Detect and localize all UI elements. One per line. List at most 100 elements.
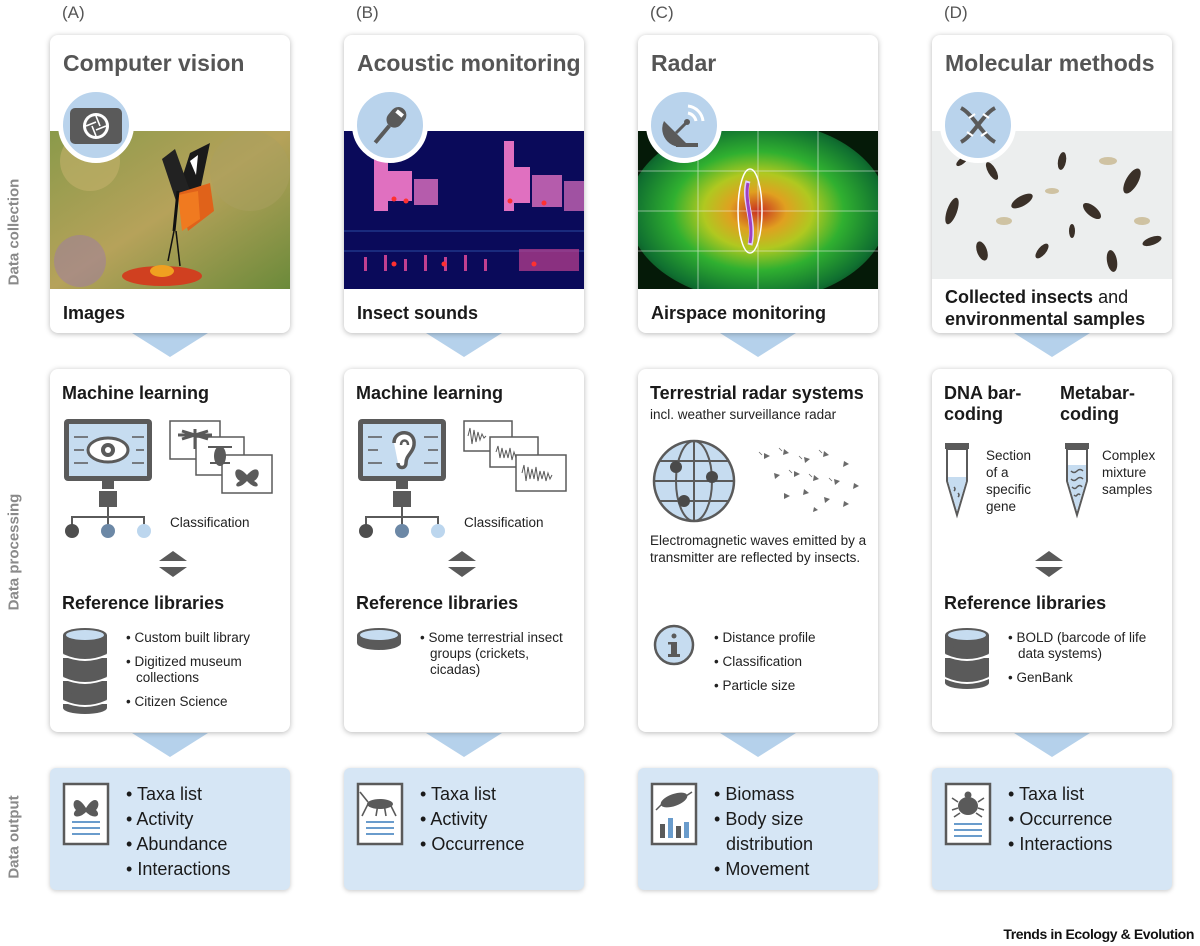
- reference-item: • BOLD (barcode of life data systems): [1008, 630, 1147, 661]
- processing-card-molecular: DNA bar-coding Metabar-coding Section of…: [932, 369, 1172, 732]
- card-title: Radar: [651, 50, 717, 76]
- info-list: • Distance profile • Classification • Pa…: [714, 630, 864, 702]
- output-item: • Biomass: [714, 784, 795, 804]
- output-item: • Taxa list: [420, 784, 497, 804]
- collection-card-molecular: Molecular methods: [932, 35, 1172, 333]
- row-label-output: Data output: [5, 795, 23, 879]
- info-item: • Classification: [714, 654, 803, 669]
- collect-label: Airspace monitoring: [651, 303, 827, 323]
- row-label-processing: Data processing: [5, 493, 23, 611]
- column-letter-a: (A): [62, 3, 85, 22]
- output-item: • Activity: [126, 809, 194, 829]
- processing-title: Machine learning: [62, 383, 210, 403]
- column-letter-b: (B): [356, 3, 379, 22]
- collection-card-computer-vision: Computer vision: [50, 35, 290, 333]
- processing-subtitle: incl. weather surveillance radar: [650, 407, 837, 422]
- test-tube-icon: [945, 443, 969, 519]
- arrow-c-1: [720, 333, 796, 357]
- card-title: Computer vision: [63, 50, 245, 76]
- arrow-d-2: [1014, 733, 1090, 757]
- dna-icon: [940, 87, 1016, 163]
- journal-brand: Trends in Ecology & Evolution: [1003, 926, 1194, 942]
- collection-card-acoustic: Acoustic monitoring: [344, 35, 584, 333]
- monitor-ear-icon: [358, 419, 446, 538]
- info-icon: [653, 624, 695, 666]
- output-card-c: • Biomass • Body size distribution • Mov…: [638, 768, 878, 890]
- row-label-collection: Data collection: [5, 178, 23, 286]
- test-tube-mixture-icon: [1065, 443, 1089, 519]
- satellite-dish-icon: [646, 87, 722, 163]
- output-list: • Taxa list • Activity • Abundance • Int…: [126, 782, 230, 882]
- database-icon: [357, 628, 401, 650]
- output-item: • Activity: [420, 809, 488, 829]
- output-item: • Movement: [714, 859, 810, 879]
- insect-silhouettes-icon: [169, 420, 273, 494]
- arrow-b-2: [426, 733, 502, 757]
- meta-text: Complex mixture samples: [1102, 448, 1156, 497]
- output-item: • Body size distribution: [714, 809, 814, 854]
- info-item: • Particle size: [714, 678, 796, 693]
- card-title: Molecular methods: [945, 50, 1155, 76]
- arrow-d-1: [1014, 333, 1090, 357]
- document-cricket-icon: [356, 782, 404, 846]
- output-item: • Interactions: [126, 859, 231, 879]
- processing-card-machine-learning-a: Machine learning Classification Referenc…: [50, 369, 290, 732]
- reference-title: Reference libraries: [62, 593, 225, 613]
- globe-icon: [652, 439, 736, 523]
- classification-label: Classification: [464, 515, 544, 530]
- processing-card-machine-learning-b: Machine learning Classification Referenc…: [344, 369, 584, 732]
- camera-aperture-icon: [58, 87, 134, 163]
- output-item: • Taxa list: [126, 784, 203, 804]
- reference-list: • Custom built library • Digitized museu…: [126, 630, 286, 718]
- database-icon: [944, 628, 990, 689]
- output-item: • Occurrence: [1008, 809, 1113, 829]
- card-title: Acoustic monitoring: [357, 50, 581, 76]
- insect-swarm-icon: [758, 447, 859, 512]
- reference-title: Reference libraries: [356, 593, 519, 613]
- reference-item: • GenBank: [1008, 670, 1073, 685]
- reference-title: Reference libraries: [944, 593, 1107, 613]
- output-list: • Taxa list • Activity • Occurrence: [420, 782, 524, 857]
- output-card-d: • Taxa list • Occurrence • Interactions: [932, 768, 1172, 890]
- butterfly-photo: [50, 131, 290, 289]
- arrow-a-1: [132, 333, 208, 357]
- dna-text: Section of a specific gene: [986, 448, 1032, 514]
- collection-card-radar: Radar Ai: [638, 35, 878, 333]
- arrow-a-2: [132, 733, 208, 757]
- up-down-arrow-icon: [448, 551, 476, 577]
- output-item: • Occurrence: [420, 834, 525, 854]
- output-card-a: • Taxa list • Activity • Abundance • Int…: [50, 768, 290, 890]
- reference-list: • Some terrestrial insect groups (cricke…: [420, 630, 570, 686]
- column-letter-c: (C): [650, 3, 674, 22]
- em-text: Electromagnetic waves emitted by a trans…: [650, 533, 867, 565]
- processing-card-radar: Terrestrial radar systems incl. weather …: [638, 369, 878, 732]
- collect-label: Images: [63, 303, 126, 323]
- document-chart-icon: [650, 782, 698, 846]
- collect-label: Insect sounds: [357, 303, 479, 323]
- output-item: • Taxa list: [1008, 784, 1085, 804]
- output-item: • Abundance: [126, 834, 228, 854]
- output-list: • Taxa list • Occurrence • Interactions: [1008, 782, 1112, 857]
- up-down-arrow-icon: [159, 551, 187, 577]
- output-card-b: • Taxa list • Activity • Occurrence: [344, 768, 584, 890]
- dna-barcoding-title: DNA bar-coding: [944, 383, 1022, 424]
- column-letter-d: (D): [944, 3, 968, 22]
- document-beetle-icon: [944, 782, 992, 846]
- arrow-c-2: [720, 733, 796, 757]
- database-icon: [62, 628, 108, 714]
- output-list: • Biomass • Body size distribution • Mov…: [714, 782, 864, 882]
- microphone-icon: [352, 87, 428, 163]
- metabarcoding-title: Metabar-coding: [1060, 383, 1136, 424]
- up-down-arrow-icon: [1035, 551, 1063, 577]
- processing-title: Machine learning: [356, 383, 504, 403]
- processing-title: Terrestrial radar systems: [650, 383, 864, 403]
- reference-list: • BOLD (barcode of life data systems) • …: [1008, 630, 1158, 694]
- collect-label: Collected insects and environmental samp…: [945, 287, 1146, 329]
- classification-label: Classification: [170, 515, 250, 530]
- info-item: • Distance profile: [714, 630, 816, 645]
- reference-item: • Citizen Science: [126, 694, 228, 709]
- output-item: • Interactions: [1008, 834, 1113, 854]
- reference-item: • Some terrestrial insect groups (cricke…: [420, 630, 563, 677]
- document-butterfly-icon: [62, 782, 110, 846]
- reference-item: • Custom built library: [126, 630, 251, 645]
